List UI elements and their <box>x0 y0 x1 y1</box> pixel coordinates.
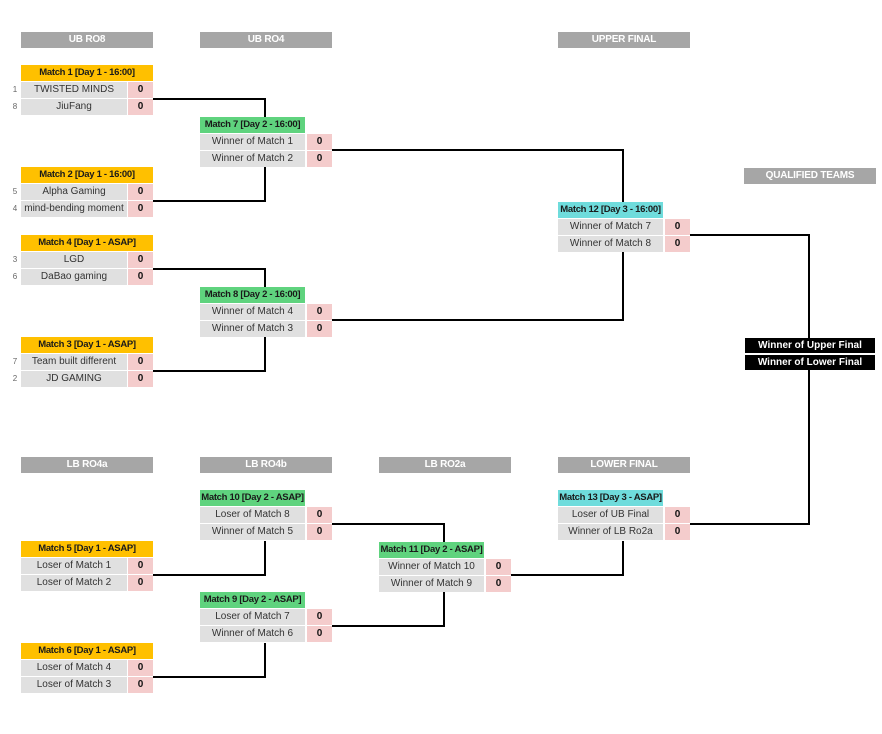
connector-m2-m7 <box>153 167 266 202</box>
score-cell: 0 <box>307 609 332 625</box>
score-cell: 0 <box>486 576 511 592</box>
score-cell: 0 <box>128 677 153 693</box>
team-name-slot: Winner of Match 7 <box>558 219 663 235</box>
team-name-slot: DaBao gaming <box>21 269 127 285</box>
score-cell: 0 <box>486 559 511 575</box>
round-header-ub-ro8: UB RO8 <box>21 32 153 48</box>
score-cell: 0 <box>307 524 332 540</box>
round-header-lower-final: LOWER FINAL <box>558 457 690 473</box>
team-name-slot: Loser of Match 1 <box>21 558 127 574</box>
team-name-slot: Winner of Match 5 <box>200 524 305 540</box>
team-name-slot: Winner of Match 3 <box>200 321 305 337</box>
score-cell: 0 <box>128 252 153 268</box>
score-cell: 0 <box>128 354 153 370</box>
seed-number: 1 <box>12 85 18 94</box>
team-name-slot: Alpha Gaming <box>21 184 127 200</box>
connector-m9-m11 <box>332 592 445 627</box>
team-name-slot: Winner of Match 4 <box>200 304 305 320</box>
match-header-m11: Match 11 [Day 2 - ASAP] <box>379 542 484 558</box>
score-cell: 0 <box>307 321 332 337</box>
connector-m8-m12 <box>332 252 624 321</box>
round-header-upper-final: UPPER FINAL <box>558 32 690 48</box>
team-name-slot: Loser of Match 3 <box>21 677 127 693</box>
team-name-slot: Loser of Match 7 <box>200 609 305 625</box>
score-cell: 0 <box>665 236 690 252</box>
connector-m12-qualified <box>690 234 810 338</box>
team-name-slot: Team built different <box>21 354 127 370</box>
connector-m3-m8 <box>153 337 266 372</box>
connector-m1-m7 <box>153 98 266 117</box>
team-name-slot: Loser of Match 8 <box>200 507 305 523</box>
match-header-m7: Match 7 [Day 2 - 16:00] <box>200 117 305 133</box>
qualified-team-lower: Winner of Lower Final <box>745 355 875 370</box>
match-header-m13: Match 13 [Day 3 - ASAP] <box>558 490 663 506</box>
seed-number: 2 <box>12 374 18 383</box>
score-cell: 0 <box>307 507 332 523</box>
seed-number: 4 <box>12 204 18 213</box>
score-cell: 0 <box>128 184 153 200</box>
connector-m5-m10 <box>153 541 266 576</box>
connector-m10-m11 <box>332 523 445 542</box>
score-cell: 0 <box>128 99 153 115</box>
connector-m4-m8 <box>153 268 266 287</box>
score-cell: 0 <box>665 507 690 523</box>
match-header-m5: Match 5 [Day 1 - ASAP] <box>21 541 153 557</box>
score-cell: 0 <box>665 219 690 235</box>
team-name-slot: Winner of Match 9 <box>379 576 484 592</box>
qualified-team-upper: Winner of Upper Final <box>745 338 875 353</box>
connector-m13-qualified <box>690 370 810 525</box>
team-name-slot: Winner of Match 6 <box>200 626 305 642</box>
team-name-slot: Winner of Match 8 <box>558 236 663 252</box>
seed-number: 3 <box>12 255 18 264</box>
seed-number: 8 <box>12 102 18 111</box>
team-name-slot: TWISTED MINDS <box>21 82 127 98</box>
score-cell: 0 <box>307 151 332 167</box>
match-header-m12: Match 12 [Day 3 - 16:00] <box>558 202 663 218</box>
seed-number: 6 <box>12 272 18 281</box>
match-header-m10: Match 10 [Day 2 - ASAP] <box>200 490 305 506</box>
round-header-lb-ro4a: LB RO4a <box>21 457 153 473</box>
round-header-qualified-teams: QUALIFIED TEAMS <box>744 168 876 184</box>
score-cell: 0 <box>128 371 153 387</box>
team-name-slot: mind-bending moment <box>21 201 127 217</box>
match-header-m1: Match 1 [Day 1 - 16:00] <box>21 65 153 81</box>
score-cell: 0 <box>128 660 153 676</box>
score-cell: 0 <box>128 201 153 217</box>
team-name-slot: Winner of Match 2 <box>200 151 305 167</box>
team-name-slot: Winner of Match 10 <box>379 559 484 575</box>
match-header-m9: Match 9 [Day 2 - ASAP] <box>200 592 305 608</box>
score-cell: 0 <box>128 558 153 574</box>
round-header-lb-ro4b: LB RO4b <box>200 457 332 473</box>
match-header-m4: Match 4 [Day 1 - ASAP] <box>21 235 153 251</box>
score-cell: 0 <box>307 134 332 150</box>
team-name-slot: Loser of Match 4 <box>21 660 127 676</box>
score-cell: 0 <box>128 575 153 591</box>
match-header-m3: Match 3 [Day 1 - ASAP] <box>21 337 153 353</box>
match-header-m2: Match 2 [Day 1 - 16:00] <box>21 167 153 183</box>
round-header-lb-ro2a: LB RO2a <box>379 457 511 473</box>
team-name-slot: Winner of Match 1 <box>200 134 305 150</box>
score-cell: 0 <box>128 269 153 285</box>
score-cell: 0 <box>665 524 690 540</box>
connector-m6-m9 <box>153 643 266 678</box>
team-name-slot: LGD <box>21 252 127 268</box>
seed-number: 7 <box>12 357 18 366</box>
score-cell: 0 <box>128 82 153 98</box>
team-name-slot: Loser of Match 2 <box>21 575 127 591</box>
round-header-ub-ro4: UB RO4 <box>200 32 332 48</box>
team-name-slot: Loser of UB Final <box>558 507 663 523</box>
team-name-slot: Winner of LB Ro2a <box>558 524 663 540</box>
seed-number: 5 <box>12 187 18 196</box>
match-header-m6: Match 6 [Day 1 - ASAP] <box>21 643 153 659</box>
connector-m11-m13 <box>511 541 624 576</box>
score-cell: 0 <box>307 304 332 320</box>
score-cell: 0 <box>307 626 332 642</box>
match-header-m8: Match 8 [Day 2 - 16:00] <box>200 287 305 303</box>
team-name-slot: JiuFang <box>21 99 127 115</box>
team-name-slot: JD GAMING <box>21 371 127 387</box>
connector-m7-m12 <box>332 149 624 202</box>
